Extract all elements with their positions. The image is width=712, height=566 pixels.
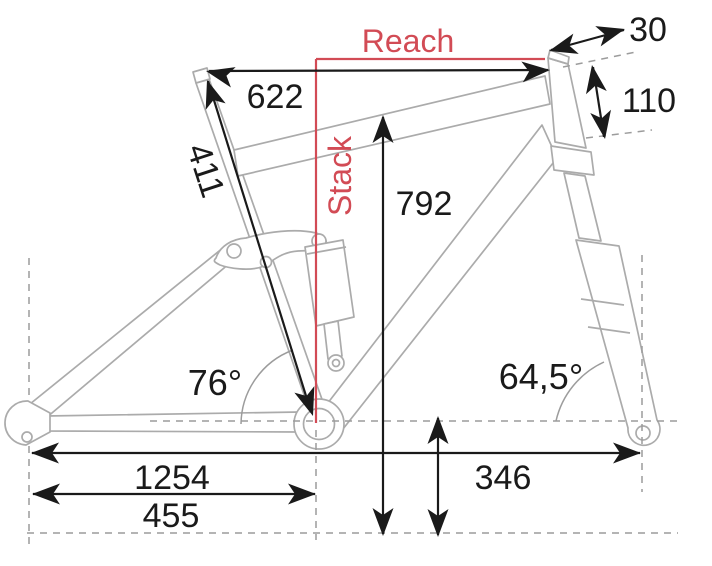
shock-body bbox=[304, 239, 355, 327]
label-chainstay-455: 455 bbox=[143, 497, 200, 535]
construction-guides bbox=[27, 51, 678, 546]
rocker-pivot-rear bbox=[226, 243, 242, 259]
fork-lowers bbox=[575, 239, 661, 447]
bottom-bracket-bore bbox=[302, 407, 336, 441]
shock-eyelet-bolt bbox=[331, 358, 341, 368]
label-head-tube-110: 110 bbox=[622, 82, 676, 120]
head-tube bbox=[547, 57, 587, 149]
head-angle-arc bbox=[555, 361, 605, 422]
head-tube-bottom-guide bbox=[585, 129, 653, 139]
label-reach: Reach bbox=[362, 23, 455, 59]
label-top-tube-622: 622 bbox=[247, 78, 304, 116]
label-head-angle-64-5: 64,5° bbox=[499, 356, 583, 397]
fork-stanchion bbox=[563, 172, 602, 242]
headset-top-cap bbox=[547, 49, 570, 65]
chainstay-tube bbox=[45, 411, 301, 433]
label-offset-30: 30 bbox=[629, 11, 667, 49]
label-stack: Stack bbox=[322, 135, 358, 216]
shock-body-cap-line bbox=[306, 246, 347, 255]
dim-line-622 bbox=[208, 68, 549, 73]
rear-dropout bbox=[4, 400, 51, 446]
head-tube-top-guide bbox=[562, 51, 637, 68]
reach-stack-lines bbox=[314, 57, 545, 423]
label-wheelbase-1254: 1254 bbox=[134, 459, 210, 497]
seat-angle-arc bbox=[240, 349, 294, 425]
label-front-height-792: 792 bbox=[396, 185, 453, 223]
arrowhead-30-right bbox=[595, 18, 628, 47]
shock-shaft bbox=[323, 320, 343, 360]
rear-axle-slot bbox=[21, 431, 33, 443]
top-tube bbox=[233, 75, 551, 177]
dimension-lines bbox=[32, 28, 640, 535]
label-height-346: 346 bbox=[475, 459, 532, 497]
fork-crown bbox=[550, 145, 595, 176]
fork-seal-line-1 bbox=[580, 298, 625, 306]
dimension-labels: Reach Stack 622 411 30 110 792 76° 64,5°… bbox=[134, 11, 676, 535]
seat-tube-top-cap bbox=[192, 67, 211, 84]
fork-seal-line-2 bbox=[587, 326, 631, 334]
label-seat-angle-76: 76° bbox=[188, 362, 242, 403]
front-axle bbox=[635, 425, 651, 441]
dim-line-411 bbox=[206, 80, 313, 413]
